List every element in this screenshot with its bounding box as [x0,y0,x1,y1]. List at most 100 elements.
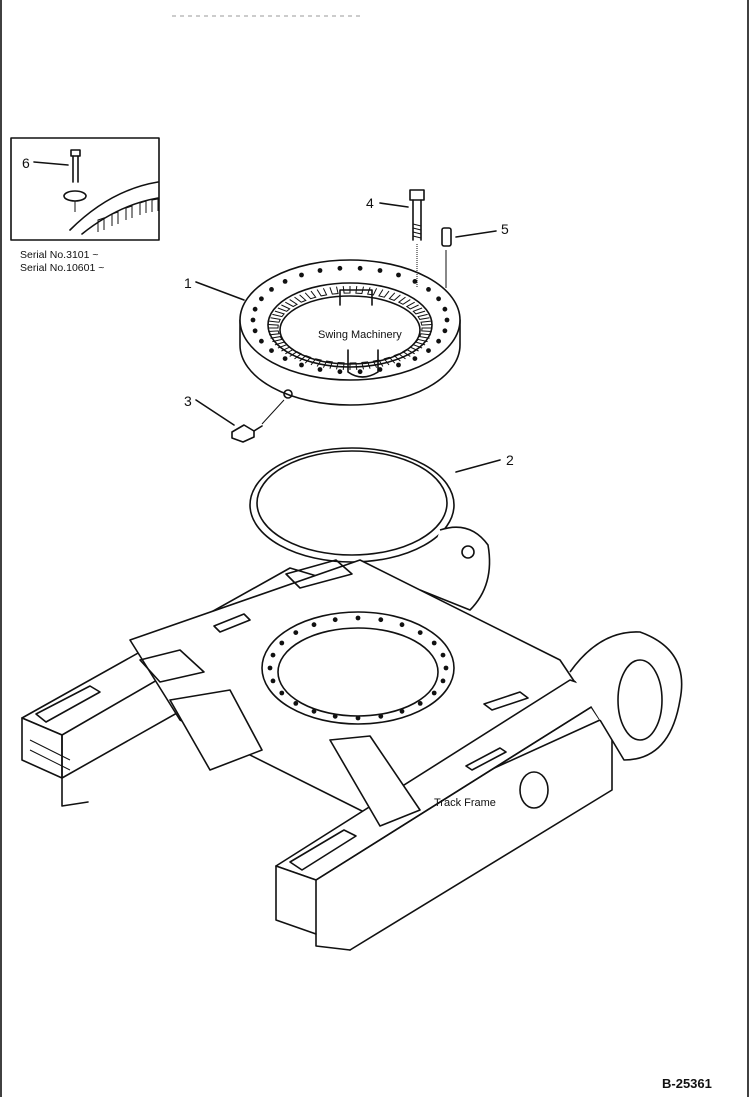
serial-no-2: Serial No.10601 ~ [20,262,104,274]
gear-tooth [272,310,285,318]
swing-circle-top [239,259,461,381]
right-beam-slot-2 [465,747,507,771]
frame-bolt-hole [431,690,437,696]
bolt-hole [396,362,401,368]
frame-bolt-hole [270,652,276,658]
gear-tooth [383,356,396,366]
leader-3 [195,399,235,426]
gear-tooth [402,348,415,357]
callout-2: 2 [506,452,514,468]
bolt-hole [252,328,258,334]
gear-tooth [417,313,430,320]
mounting-bolt [409,189,425,288]
gear-tooth [397,296,411,305]
serial-inset: 6 [10,137,160,241]
gear-tooth [420,320,432,326]
frame-bolt-hole [355,715,361,721]
swing-machinery-pinion [347,349,379,378]
frame-bolt-hole [355,615,361,621]
bolt-hole [282,356,288,361]
bolt-hole [299,362,304,368]
bolt-hole [269,348,274,353]
gear-tooth [405,301,419,310]
dowel-pin [441,227,452,288]
inset-frame [10,137,160,241]
left-beam-ribs [29,739,71,771]
fitting-stem [253,425,263,432]
front-leg-left [169,689,263,771]
frame-bolt-hole [399,708,405,714]
right-beam-hole [519,771,549,809]
frame-bolt-hole [417,701,423,706]
leader-1 [195,281,245,301]
gear-tooth [289,351,303,360]
bracket-bore [617,659,663,741]
leader-5 [455,230,497,238]
bolt-hole [299,272,304,278]
bolt-hole [412,356,418,361]
callout-5: 5 [501,221,509,237]
bolt-hole [337,265,343,271]
frame-bolt-hole [267,665,273,671]
bolt-hole [337,369,343,375]
frame-bolt-hole [378,713,384,719]
bolt-hole [436,338,441,344]
boss-hole [461,545,475,559]
left-beam-foot [61,777,89,807]
gear-tooth [388,292,401,301]
gear-tooth [299,355,312,364]
inset-ring-inner [81,197,159,235]
bolt-hole [250,317,256,323]
frame-bolt-hole [440,652,446,658]
bolt-hole [396,272,401,278]
gear-tooth [322,360,333,369]
bolt-hole [259,338,264,344]
gear-tooth [310,358,322,367]
frame-bolt-hole [440,678,446,684]
gear-tooth [415,338,428,346]
callout-4: 4 [366,195,374,211]
leader-4 [379,202,409,208]
right-beam-foot [315,933,351,951]
inset-ring-outer [69,181,159,231]
gear-tooth [277,304,291,312]
frame-bolt-hole [431,640,437,646]
deck-slot-2 [483,691,529,711]
seal-inner [256,450,448,556]
leader-6 [33,161,69,166]
gear-tooth [281,346,295,355]
inset-bolt-head [70,149,81,157]
frame-bolt-hole [279,640,285,646]
track-frame [21,526,683,951]
seal-ring [249,447,455,563]
frame-bolt-hole [270,678,276,684]
bolt-hole [252,306,258,312]
bolt-head [409,189,425,201]
gear-tooth [372,359,384,368]
gear-tooth [412,307,426,315]
bolt-hole [377,268,383,273]
frame-bolt-hole [332,617,338,623]
frame-bolt-hole [311,708,317,714]
frame-bolt-hole [399,622,405,628]
grease-fitting [231,399,285,443]
track-bracket [569,631,683,761]
bolt-hole [442,328,448,334]
gear-tooth [268,330,280,336]
gear-tooth [361,361,371,370]
callout-3: 3 [184,393,192,409]
deck-slot-1 [213,613,251,633]
inset-gear-teeth [97,198,159,232]
bolt-hole [317,367,323,372]
inset-washer [63,190,87,202]
gear-tooth [409,344,423,352]
bolt-hole [357,369,363,375]
gear-tooth [421,327,432,332]
frame-bolt-hole [417,630,423,635]
frame-bolt-hole [293,630,299,635]
label-swing-machinery: Swing Machinery [318,329,402,341]
left-beam-slot [35,685,101,723]
swing-circle: Swing Machinery [239,259,461,406]
